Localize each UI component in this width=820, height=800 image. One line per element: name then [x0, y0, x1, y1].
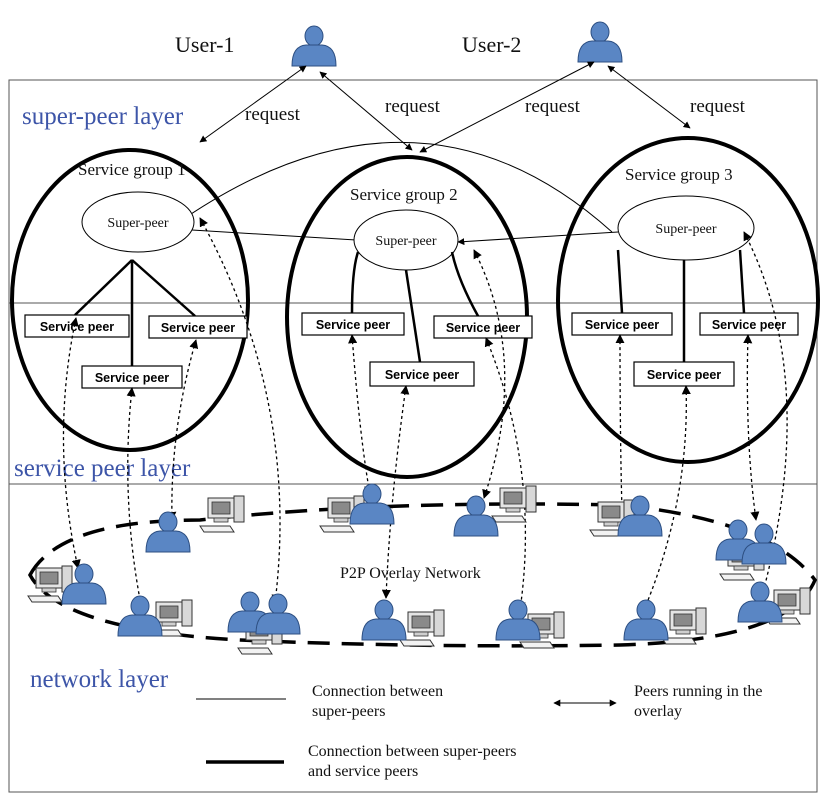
- super-peer-connection: [191, 229, 357, 241]
- super-peer-label: Super-peer: [375, 234, 436, 249]
- service-peer-box: Service peer: [433, 315, 533, 339]
- user-icon: [577, 21, 623, 63]
- super-peer-label: Super-peer: [107, 216, 168, 231]
- request-arrow: [199, 65, 307, 143]
- svg-text:Service peer: Service peer: [40, 320, 114, 334]
- user-icon: [145, 511, 191, 553]
- svg-text:Service peer: Service peer: [385, 368, 459, 382]
- svg-text:Service peer: Service peer: [161, 321, 235, 335]
- super-peer-label: Super-peer: [655, 222, 716, 237]
- user-icon: [361, 599, 407, 641]
- legend-thick-line-label: and service peers: [308, 763, 418, 780]
- service-group-title: Service group 3: [625, 165, 733, 184]
- legend-arrow-label: overlay: [634, 703, 682, 720]
- service-peer-box: Service peer: [369, 361, 475, 387]
- legend-thin-line-label: super-peers: [312, 703, 385, 720]
- legend-thin-line-label: Connection between: [312, 683, 443, 700]
- service-peer-box: Service peer: [699, 312, 799, 336]
- request-label: request: [525, 96, 581, 117]
- request-label: request: [690, 96, 746, 117]
- request-arrow: [319, 71, 413, 151]
- request-arrow: [607, 65, 691, 129]
- service-peer-box: Service peer: [571, 312, 673, 336]
- legend-thick-line-label: Connection between super-peers: [308, 743, 517, 760]
- computer-icon: [199, 495, 245, 533]
- svg-text:Service peer: Service peer: [95, 371, 169, 385]
- user-1-label: User-1: [175, 32, 234, 57]
- request-arrow: [419, 61, 595, 153]
- service-peer-layer-label: service peer layer: [14, 455, 191, 482]
- svg-text:Service peer: Service peer: [446, 321, 520, 335]
- user-icon: [117, 595, 163, 637]
- diagram-frame: [8, 79, 818, 793]
- service-group-title: Service group 2: [350, 185, 458, 204]
- super-peer-connection: [457, 231, 619, 246]
- request-label: request: [245, 104, 301, 125]
- network-layer-label: network layer: [30, 666, 169, 693]
- svg-text:Service peer: Service peer: [647, 368, 721, 382]
- service-peer-box: Service peer: [81, 365, 183, 389]
- svg-text:Service peer: Service peer: [316, 318, 390, 332]
- service-group-3: [556, 136, 820, 464]
- user-2-label: User-2: [462, 32, 521, 57]
- service-peer-box: Service peer: [148, 315, 248, 339]
- svg-text:Service peer: Service peer: [712, 318, 786, 332]
- super-peer-node: [81, 191, 195, 253]
- peer-running-arrows: [62, 217, 788, 611]
- super-peer-connection: [184, 141, 613, 233]
- svg-text:Service peer: Service peer: [585, 318, 659, 332]
- service-group-title: Service group 1: [78, 160, 186, 179]
- service-peer-box: Service peer: [301, 312, 405, 336]
- super-peer-node: [617, 195, 755, 261]
- service-peer-box: Service peer: [24, 314, 130, 338]
- service-peer-box: Service peer: [633, 361, 735, 387]
- request-label: request: [385, 96, 441, 117]
- super-peer-layer-label: super-peer layer: [22, 103, 184, 130]
- legend-arrow-label: Peers running in the: [634, 683, 762, 700]
- user-icon: [623, 599, 669, 641]
- overlay-network-label: P2P Overlay Network: [340, 565, 481, 582]
- user-icon: [291, 25, 337, 67]
- computer-icon: [399, 609, 445, 647]
